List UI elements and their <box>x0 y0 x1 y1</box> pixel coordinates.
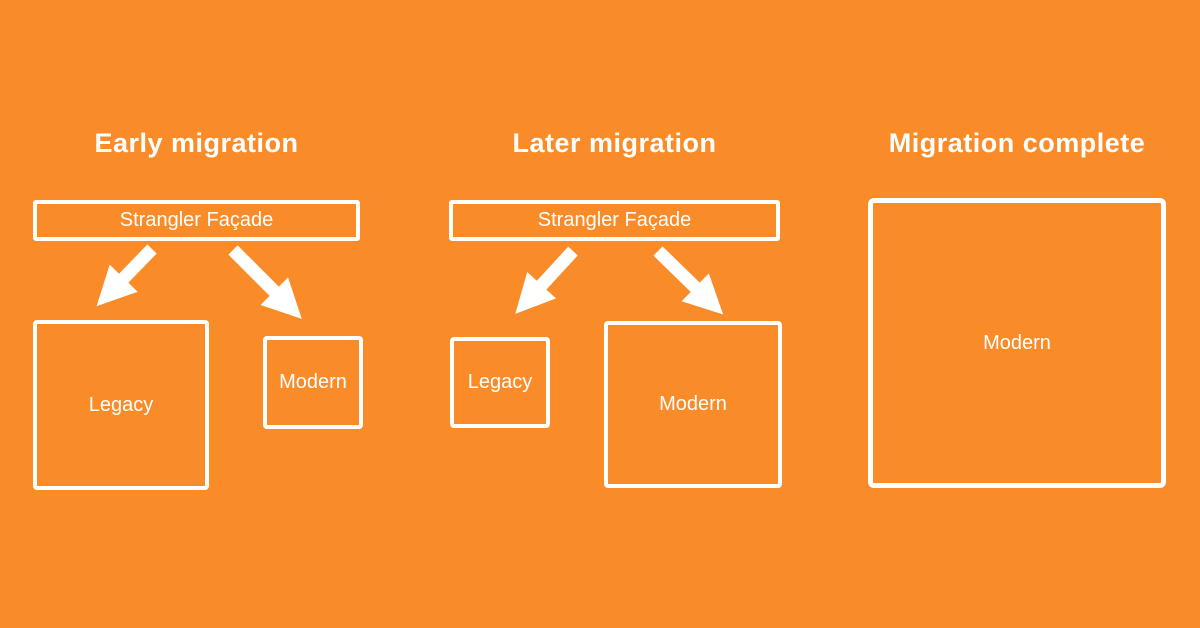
modern-box-complete: Modern <box>868 198 1166 488</box>
arrow-down-left-icon <box>96 244 157 307</box>
facade-label: Strangler Façade <box>537 209 692 231</box>
legacy-box-early: Legacy <box>33 320 209 490</box>
arrow-down-left-icon <box>515 246 578 314</box>
panel-title-later-migration: Later migration <box>512 128 717 158</box>
facade-box-early: Strangler Façade <box>33 200 360 241</box>
legacy-label: Legacy <box>467 371 533 393</box>
arrow-down-right-icon <box>653 246 724 315</box>
panel-title-early-migration: Early migration <box>94 128 299 158</box>
modern-label: Modern <box>279 371 347 393</box>
legacy-label: Legacy <box>88 393 154 416</box>
modern-box-early: Modern <box>263 336 363 429</box>
modern-label: Modern <box>659 393 727 415</box>
facade-box-later: Strangler Façade <box>449 200 780 241</box>
modern-label: Modern <box>983 331 1051 354</box>
arrow-down-right-icon <box>228 245 302 319</box>
facade-label: Strangler Façade <box>119 209 274 231</box>
panel-title-migration-complete: Migration complete <box>888 128 1146 158</box>
legacy-box-later: Legacy <box>450 337 550 428</box>
modern-box-later: Modern <box>604 321 782 488</box>
